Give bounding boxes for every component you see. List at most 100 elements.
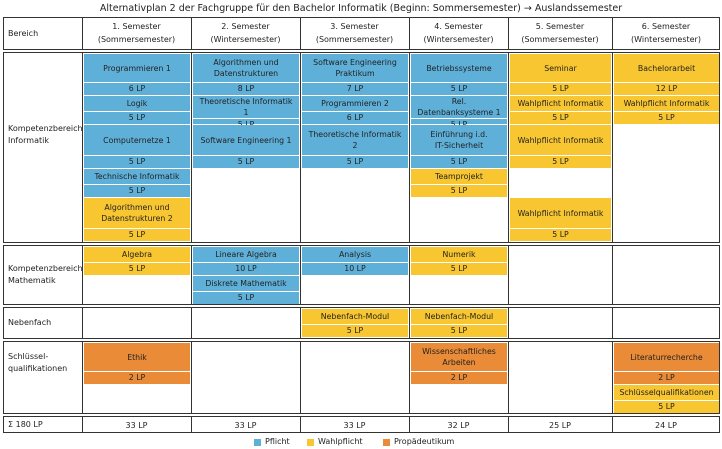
- semester-term: (Sommersemester): [97, 35, 176, 44]
- column-divider: [82, 52, 83, 243]
- module-name: Software Engineering Praktikum: [313, 58, 397, 78]
- module-name: Analysis: [338, 250, 372, 259]
- column-divider: [508, 307, 509, 339]
- semester-total: 25 LP: [548, 421, 571, 430]
- section-informatik: [3, 52, 720, 243]
- semester-number: 5. Semester: [535, 22, 585, 31]
- module-credits: 5 LP: [193, 155, 299, 168]
- semester-total: 33 LP: [234, 421, 257, 430]
- column-divider: [300, 17, 301, 50]
- section-schluessel: [3, 341, 720, 414]
- module-credits: 2 LP: [411, 371, 507, 384]
- column-divider: [612, 52, 613, 243]
- semester-header: 3. Semester (Sommersemester): [300, 20, 409, 46]
- module-name: Theoretische Informatik 1: [199, 97, 293, 117]
- semester-term: (Sommersemester): [521, 35, 599, 44]
- row-label-schluessel: Schlüssel- qualifikationen: [8, 352, 68, 373]
- semester-number: 3. Semester: [330, 22, 379, 31]
- module-name: Nebenfach-Modul: [320, 312, 390, 321]
- module-credits: 5 LP: [302, 155, 408, 168]
- page-title: Alternativplan 2 der Fachgruppe für den …: [99, 3, 623, 14]
- module-name: Wissenschaftliches Arbeiten: [422, 347, 496, 367]
- module-name: Logik: [126, 99, 148, 108]
- semester-term: (Wintersemester): [210, 35, 281, 44]
- semester-header: 2. Semester (Wintersemester): [191, 20, 300, 46]
- module-credits: 5 LP: [193, 291, 299, 304]
- semester-header: 6. Semester(Wintersemester): [612, 20, 720, 46]
- column-divider: [191, 245, 192, 305]
- module-credits: 5 LP: [84, 184, 190, 197]
- module-credits: 2 LP: [84, 371, 190, 384]
- semester-number: 2. Semester: [221, 22, 270, 31]
- module-name: Betriebssysteme: [426, 63, 492, 73]
- column-divider: [191, 307, 192, 339]
- module-cell: Theoretische Informatik 15 LP: [193, 96, 299, 129]
- header-bereich: Bereich: [8, 29, 39, 38]
- legend-swatch-wahlpflicht: [307, 439, 314, 446]
- semester-total: 32 LP: [447, 421, 470, 430]
- module-cell: Nebenfach-Modul 5 LP: [302, 309, 408, 337]
- column-divider: [300, 52, 301, 243]
- module-credits: 10 LP: [193, 262, 299, 275]
- semester-total: 33 LP: [343, 421, 366, 430]
- legend-swatch-pflicht: [254, 439, 261, 446]
- module-name: Schlüsselqualifikationen: [619, 388, 714, 397]
- column-divider: [409, 341, 410, 414]
- module-credits: 2 LP: [614, 371, 719, 384]
- semester-header: 1. Semester(Sommersemester): [82, 20, 191, 46]
- module-name: Lineare Algebra: [215, 250, 277, 259]
- column-divider: [612, 17, 613, 50]
- module-name: Wahlpflicht Informatik: [517, 208, 604, 218]
- module-name: Numerik: [442, 250, 476, 259]
- column-divider: [300, 416, 301, 433]
- module-credits: 5 LP: [510, 155, 611, 168]
- column-divider: [82, 245, 83, 305]
- column-divider: [612, 307, 613, 339]
- column-divider: [300, 307, 301, 339]
- column-divider: [82, 17, 83, 50]
- module-credits: 5 LP: [411, 184, 507, 197]
- module-name: Software Engineering 1: [200, 135, 292, 145]
- column-divider: [409, 307, 410, 339]
- semester-number: 6. Semester: [641, 22, 691, 31]
- column-divider: [191, 416, 192, 433]
- header-row: [3, 17, 720, 50]
- section-mathematik: [3, 245, 720, 305]
- module-name: Technische Informatik: [94, 172, 180, 181]
- total-credits-label: Σ 180 LP: [8, 420, 43, 429]
- column-divider: [300, 245, 301, 305]
- module-name: Programmieren 2: [321, 99, 389, 108]
- column-divider: [191, 52, 192, 243]
- module-name: Programmieren 1: [103, 63, 171, 73]
- column-divider: [508, 17, 509, 50]
- module-name: Nebenfach-Modul: [424, 312, 494, 321]
- column-divider: [508, 341, 509, 414]
- semester-header: 4. Semester(Wintersemester): [409, 20, 508, 46]
- module-name: Seminar: [544, 63, 577, 73]
- column-divider: [191, 341, 192, 414]
- column-divider: [612, 245, 613, 305]
- module-name: Diskrete Mathematik: [205, 279, 287, 288]
- module-name: Algebra: [121, 250, 153, 259]
- module-credits: 5 LP: [302, 324, 408, 337]
- module-credits: 8 LP: [193, 82, 299, 95]
- module-credits: 6 LP: [302, 111, 408, 124]
- module-credits: 5 LP: [614, 111, 719, 124]
- column-divider: [82, 341, 83, 414]
- semester-term: (Sommersemester): [315, 35, 394, 44]
- column-divider: [508, 245, 509, 305]
- module-credits: 12 LP: [614, 82, 719, 95]
